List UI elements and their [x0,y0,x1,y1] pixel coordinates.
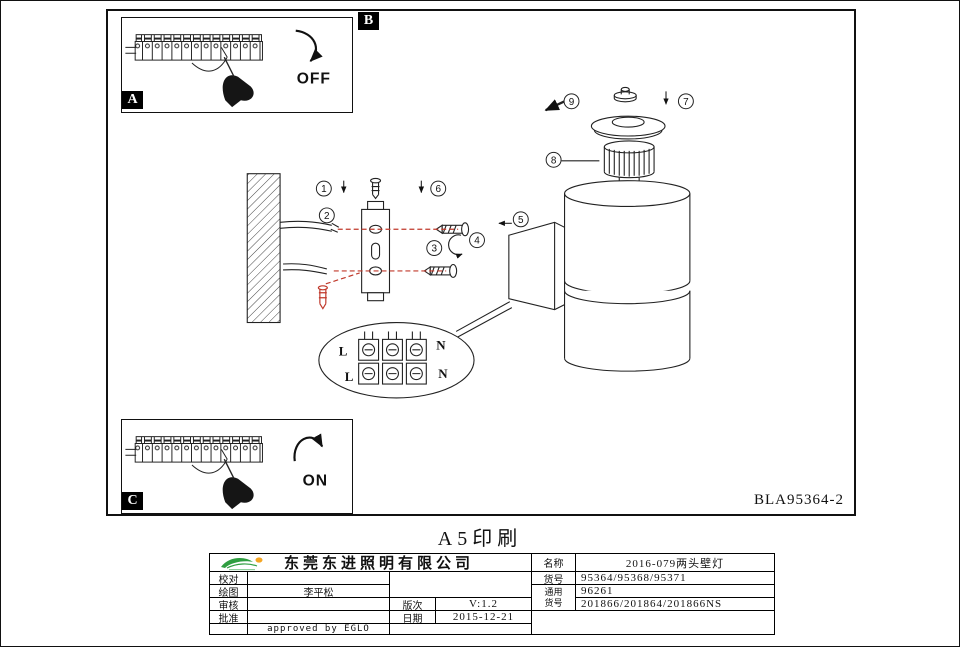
terminal-detail [318,301,513,399]
draft-value: 李平松 [248,585,390,598]
inset-wiring-off: OFF [121,17,353,113]
item-no-value: 95364/95368/95371 [576,572,774,585]
approve-label: 批准 [210,611,248,624]
callout-3: 3 [431,244,437,255]
common-no-value: 201866/201864/201866NS [576,598,774,611]
wire [223,56,235,78]
lamp-body [564,180,691,372]
common-no-label: 通用货号 [532,585,576,611]
right-blank [532,611,774,634]
loosen-arrow-icon [295,29,323,62]
mounting-bracket [361,200,391,302]
dome-shade [590,115,666,140]
item-no-label: 货号 [532,572,576,585]
section-label-c: C [122,492,143,510]
supply-wires [280,220,340,275]
mid-blank [390,572,532,598]
approved-note: approved by EGLO [248,624,390,634]
callout-8: 8 [551,155,557,166]
terminal-label-l2: L [345,369,354,384]
left-blank-bottom [210,624,248,634]
callout-7: 7 [683,97,689,108]
tighten-arrow-icon [293,433,324,462]
name-value: 2016-079两头壁灯 [576,554,774,572]
on-label: ON [303,473,328,490]
rotate-arrow-icon [448,234,463,259]
version-value: V:1.2 [436,598,532,611]
approve-value [248,611,390,624]
date-value: 2015-12-21 [436,611,532,624]
review-value [248,598,390,611]
red-alignment-marks [317,228,459,310]
review-label: 审核 [210,598,248,611]
proof-value [248,572,390,585]
lamp-wall-plate [508,221,566,311]
top-screw [370,177,382,200]
callout-6: 6 [435,184,441,195]
knob-cap [613,86,637,103]
company-logo [221,556,263,570]
section-label-b: B [358,12,379,30]
mid-blank-bottom [390,624,532,634]
proof-label: 校对 [210,572,248,585]
name-label: 名称 [532,554,576,572]
terminal-label-l1: L [339,343,348,358]
wire [223,458,235,480]
callout-2: 2 [324,211,330,222]
callout-1: 1 [321,184,327,195]
item-no2-value: 96261 [576,585,774,598]
exploded-view-diagram: 1 2 3 4 5 6 7 8 9 L N L N [246,86,694,399]
callout-numbers: 1 2 3 4 5 6 7 8 9 [315,93,694,257]
date-label: 日期 [390,611,436,624]
hand-icon [222,477,254,510]
callout-5: 5 [518,215,524,226]
title-block: 东莞东进照明有限公司 名称 2016-079两头壁灯 校对 货号 95364/9… [209,553,775,635]
hand-icon [222,75,254,108]
version-label: 版次 [390,598,436,611]
company-name: 东莞东进照明有限公司 [284,556,475,572]
terminal-label-n1: N [436,337,446,352]
callout-4: 4 [474,236,480,247]
callout-9: 9 [569,97,575,108]
remove-arrow-icon [544,99,566,112]
terminal-strip [125,34,263,72]
drawing-code: BLA95364-2 [754,492,844,508]
company-header: 东莞东进照明有限公司 [210,554,532,572]
draft-label: 绘图 [210,585,248,598]
drawing-frame: 1 2 3 4 5 6 7 8 9 L N L N [106,9,856,516]
inset-wiring-on: ON [121,419,353,514]
off-label: OFF [297,71,331,88]
terminal-strip [125,436,263,474]
terminal-label-n2: N [438,366,448,381]
print-note: A5印刷 [437,528,523,550]
section-label-a: A [122,91,143,109]
wall-section [246,173,281,324]
